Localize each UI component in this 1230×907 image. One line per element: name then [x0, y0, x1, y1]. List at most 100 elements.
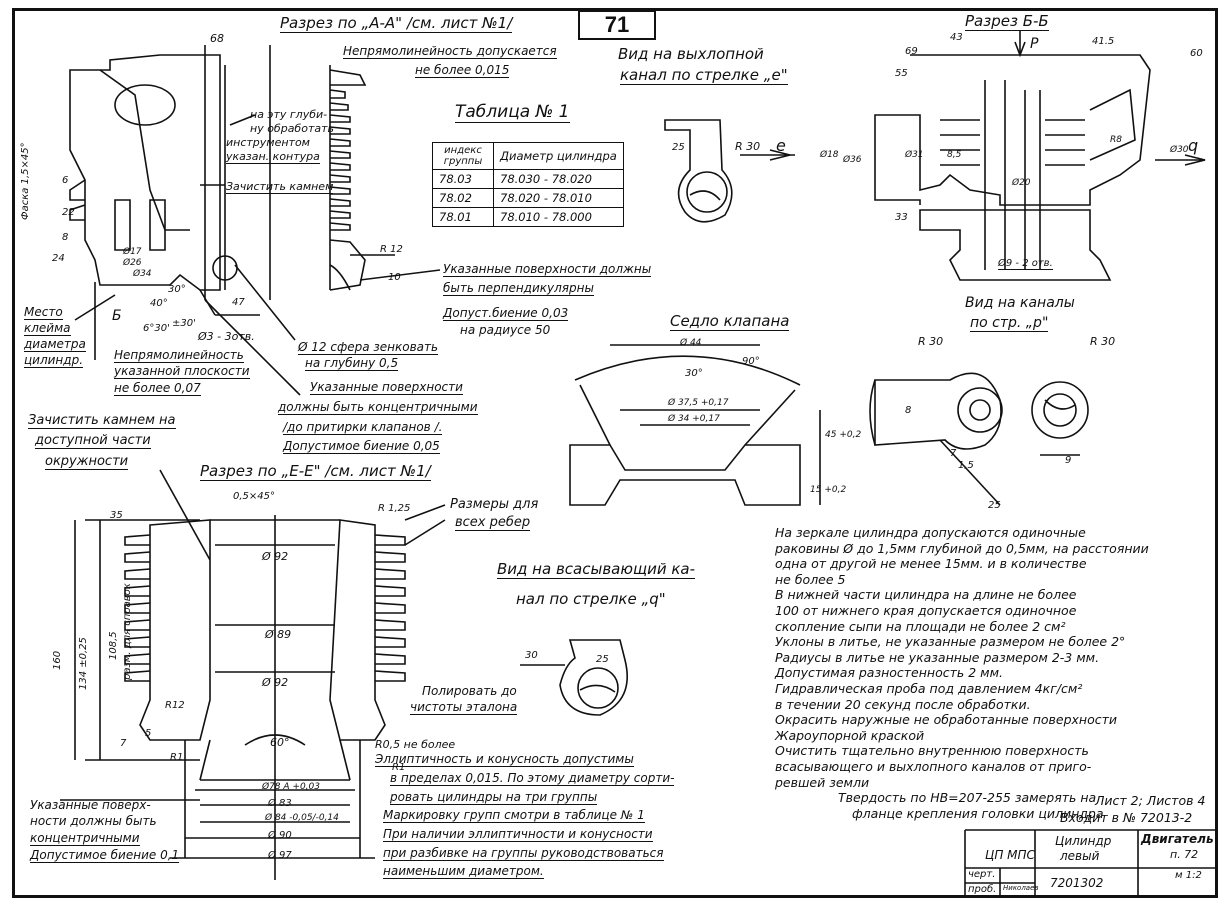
- tb-check-label: проб.: [968, 884, 997, 895]
- ee-d90: Ø 90: [268, 830, 292, 841]
- note-line: Радиусы в литье не указанные размером 2-…: [775, 649, 1100, 665]
- seat-dim-d34: Ø 34 +0,17: [668, 414, 720, 424]
- section-bb-title: Разрез Б-Б: [965, 12, 1049, 31]
- tb-engine-1: Двигатель: [1141, 832, 1214, 846]
- bb-dim-d20: Ø20: [1012, 178, 1031, 188]
- straightness-note-1: Непрямолинейность допускается: [343, 44, 557, 59]
- tb-part-2: левый: [1060, 849, 1100, 863]
- sphere-note-2: на глубину 0,5: [305, 356, 399, 371]
- assembly-ref: Входит в № 72013-2: [1060, 810, 1193, 825]
- note-line: Очистить тщательно внутреннюю поверхност…: [775, 743, 1089, 759]
- intake-title-2: нал по стрелке „q": [516, 590, 666, 608]
- dim-d26: Ø26: [123, 258, 142, 268]
- bb-dim-d31: Ø31: [905, 150, 924, 160]
- exhaust-arrow-e: е: [776, 136, 786, 155]
- tb-part-1: Цилиндр: [1055, 834, 1112, 848]
- chamfer-note: Фаска 1,5×45°: [20, 142, 31, 220]
- bb-dim-d30: Ø30: [1170, 145, 1189, 155]
- title-block-lines: [964, 829, 1218, 898]
- tb-engine-2: п. 72: [1170, 848, 1199, 861]
- dim-d17: Ø17: [123, 247, 142, 257]
- bb-dim-415: 41.5: [1092, 36, 1115, 47]
- channels-r30-right: R 30: [1090, 335, 1116, 348]
- tb-check-name: Николаев: [1003, 884, 1039, 892]
- bb-dim-60: 60: [1190, 48, 1203, 59]
- table1-cell: 78.01: [432, 207, 494, 227]
- note-line: скопление сыпи на площади не более 2 см²: [775, 618, 1066, 634]
- note-line: Уклоны в литье, не указанные размером не…: [775, 634, 1126, 650]
- ee-dim-1085: 108,5: [108, 631, 119, 660]
- ee-chamfer: 0,5×45°: [233, 491, 276, 502]
- table-row: 78.02 78.020 - 78.010: [432, 188, 624, 208]
- sheet-frame: [12, 8, 1218, 898]
- table1-cell: 78.010 - 78.000: [493, 207, 624, 227]
- runout-note-1: Допуст.биение 0,03: [443, 306, 569, 321]
- perp-note-1: Указанные поверхности должны: [443, 262, 652, 277]
- table1-header-row: индекс группы Диаметр цилиндра: [432, 142, 624, 170]
- table1-header-index: индекс группы: [432, 142, 494, 170]
- seat-angle-90: 90°: [742, 356, 760, 367]
- perp-note-2: быть перпендикулярны: [443, 281, 594, 296]
- note-line: в течении 20 секунд после обработки.: [775, 696, 1031, 712]
- note-line: На зеркале цилиндра допускаются одиночны…: [775, 525, 1086, 540]
- ee-r125: R 1,25: [378, 503, 411, 514]
- dim-24: 24: [52, 253, 65, 264]
- flatness-note-3: не более 0,07: [114, 381, 201, 396]
- b-mark: Б: [112, 308, 122, 324]
- sphere-note-1: Ø 12 сфера зенковать: [298, 340, 439, 355]
- clean-acc-2: доступной части: [35, 433, 151, 449]
- table1-header-diameter: Диаметр цилиндра: [493, 142, 624, 170]
- dim-10: 10: [388, 272, 401, 283]
- ee-d84: Ø 84 -0,05/-0,14: [265, 813, 339, 823]
- ee-ref-note: разм. для справок: [122, 583, 133, 680]
- note-line: ревшей земли: [775, 774, 870, 790]
- channels-dim-9: 9: [1065, 455, 1072, 466]
- technical-notes: На зеркале цилиндра допускаются одиночны…: [775, 525, 1205, 790]
- intake-title-1: Вид на всасывающий ка-: [497, 560, 696, 579]
- bb-dim-55: 55: [895, 68, 908, 79]
- ee-rib-note-2: всех ребер: [455, 515, 531, 531]
- table-row: 78.01 78.010 - 78.000: [432, 207, 624, 227]
- section-ee-art: [60, 469, 446, 880]
- table1-cell: 78.02: [432, 188, 494, 208]
- table1-title: Таблица № 1: [455, 102, 570, 123]
- dim-47: 47: [232, 297, 245, 308]
- tb-org: ЦП МПС: [985, 848, 1035, 862]
- tool-note-1: на эту глуби-: [250, 108, 328, 121]
- channels-dim-25: 25: [988, 500, 1001, 511]
- angle-40: 40°: [150, 298, 168, 309]
- ee-ellipse-note-2: в пределах 0,015. По этому диаметру сорт…: [390, 771, 675, 786]
- ee-d89: Ø 89: [265, 628, 292, 641]
- bb-dim-d18: Ø18: [820, 150, 839, 160]
- page-number: 71: [578, 10, 656, 40]
- note-line: всасывающего и выхлопного каналов от при…: [775, 758, 1092, 774]
- tool-note-2: ну обработать: [250, 122, 334, 135]
- bb-dim-85: 8,5: [947, 150, 962, 160]
- ee-polish-2: чистоты эталона: [410, 700, 518, 715]
- intake-dim-25: 25: [596, 654, 609, 665]
- ee-ellipse-note-1: Эллиптичность и конусность допустимы: [375, 752, 634, 767]
- seat-dim-15: 15 +0,2: [810, 485, 847, 495]
- dim-8: 8: [62, 232, 69, 243]
- flatness-note-1: Непрямолинейность: [114, 348, 244, 363]
- note-line: 100 от нижнего края допускается одиночно…: [775, 602, 1077, 618]
- ee-concentric-4: Допустимое биение 0,1: [30, 848, 180, 863]
- section-bb-art: [874, 30, 1206, 281]
- table1-cell: 78.03: [432, 169, 494, 189]
- table1-cell: 78.020 - 78.010: [493, 188, 624, 208]
- runout-note-2: на радиусе 50: [460, 323, 551, 337]
- intake-dim-30: 30: [525, 650, 538, 661]
- concentric-note-3: /до притирки клапанов /.: [283, 420, 443, 435]
- ee-ellipse-note-3: ровать цилиндры на три группы: [390, 790, 598, 805]
- intake-view-art: [520, 639, 629, 716]
- exhaust-dim-25: 25: [672, 142, 685, 153]
- exhaust-view-art: [664, 119, 795, 223]
- ee-r1-right: R1: [392, 762, 406, 773]
- tb-scale: м 1:2: [1175, 870, 1202, 881]
- place-mark-2: клейма: [24, 321, 71, 336]
- flatness-note-2: указанной плоскости: [114, 364, 250, 379]
- tb-draw-label: черт.: [968, 869, 996, 880]
- ee-dim-r12: R12: [165, 700, 185, 711]
